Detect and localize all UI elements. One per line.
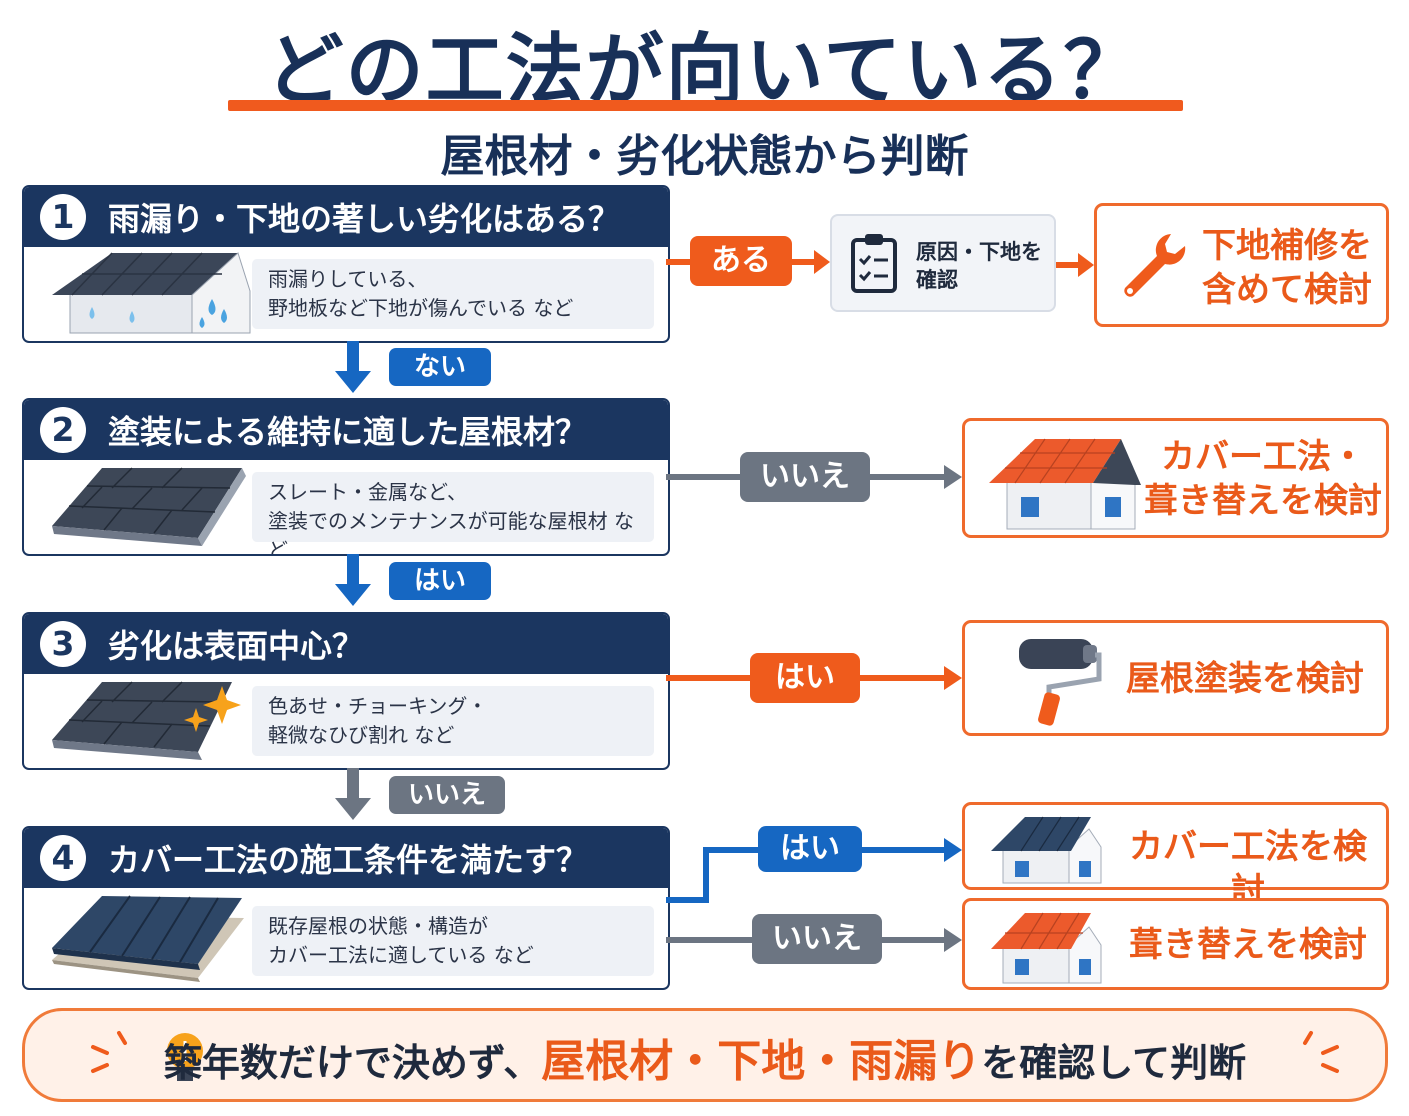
footer-text-post: を確認して判断 bbox=[981, 1041, 1247, 1085]
question-card-4: 4 カバー工法の施工条件を満たす？ 既存屋根の状態・構造が カバー工法に適してい… bbox=[22, 826, 670, 990]
q1-check-arrow bbox=[1056, 253, 1094, 277]
result-reroof-text: 葺き替えを検討 bbox=[1129, 925, 1367, 965]
result-roof-painting: 屋根塗装を検討 bbox=[962, 620, 1389, 736]
question-number-3: 3 bbox=[40, 621, 86, 667]
question-title-3: 劣化は表面中心？ bbox=[108, 627, 365, 665]
sparkle-marks-icon bbox=[1303, 1031, 1339, 1073]
question-title-2: 塗装による維持に適した屋根材？ bbox=[108, 413, 588, 451]
question-header-1: 1 雨漏り・下地の著しい劣化はある？ bbox=[24, 187, 668, 247]
question-number-4: 4 bbox=[40, 835, 86, 881]
result-roof-painting-text: 屋根塗装を検討 bbox=[1126, 659, 1364, 699]
down-arrow-3 bbox=[335, 768, 371, 820]
slate-roof-icon bbox=[52, 467, 246, 546]
result-cover-or-reroof: カバー工法・ 葺き替えを検討 bbox=[962, 418, 1389, 538]
down-arrow-1 bbox=[335, 341, 371, 393]
question-header-3: 3 劣化は表面中心？ bbox=[24, 614, 668, 674]
lightbulb-icon bbox=[91, 1031, 203, 1081]
q2-no-label: いいえ bbox=[740, 452, 870, 502]
question-card-1: 1 雨漏り・下地の著しい劣化はある？ 雨漏りしている、 野地板など下地が傷んでい… bbox=[22, 185, 670, 343]
q4-yes-label: はい bbox=[758, 826, 862, 872]
question-number-1: 1 bbox=[40, 194, 86, 240]
red-roof-small-house-icon bbox=[991, 912, 1102, 984]
down-arrow-2 bbox=[335, 554, 371, 606]
check-cause-text: 原因・下地を 確認 bbox=[916, 240, 1042, 292]
down-label-3: いいえ bbox=[389, 776, 505, 814]
down-label-1: ない bbox=[389, 348, 491, 386]
question-title-1: 雨漏り・下地の著しい劣化はある？ bbox=[108, 200, 621, 238]
title-underline bbox=[228, 100, 1183, 111]
footer-text-highlight: 屋根材・下地・雨漏り bbox=[541, 1036, 982, 1087]
footer-text-pre: 築年数だけで決めず、 bbox=[163, 1041, 542, 1085]
result-cover-method: カバー工法を検討 bbox=[962, 802, 1389, 911]
check-cause-box: 原因・下地を 確認 bbox=[830, 214, 1056, 312]
result-repair: 下地補修を 含めて検討 bbox=[1094, 203, 1389, 327]
question-number-2: 2 bbox=[40, 407, 86, 453]
result-reroof: 葺き替えを検討 bbox=[962, 898, 1389, 990]
question-description-3: 色あせ・チョーキング・ 軽微なひび割れ など bbox=[252, 686, 654, 756]
question-description-1: 雨漏りしている、 野地板など下地が傷んでいる など bbox=[252, 259, 654, 329]
down-label-2: はい bbox=[389, 562, 491, 600]
question-card-2: 2 塗装による維持に適した屋根材？ スレート・金属など、 塗装でのメンテナンスが… bbox=[22, 398, 670, 556]
question-card-3: 3 劣化は表面中心？ 色あせ・チョーキング・ 軽微なひび割れ など bbox=[22, 612, 670, 770]
leaking-house-icon bbox=[52, 252, 251, 334]
paint-roller-icon bbox=[1019, 639, 1102, 726]
result-repair-text: 下地補修を 含めて検討 bbox=[1202, 226, 1372, 310]
question-header-2: 2 塗装による維持に適した屋根材？ bbox=[24, 400, 668, 460]
navy-roof-house-icon bbox=[991, 816, 1102, 884]
wrench-icon bbox=[1124, 234, 1186, 297]
clipboard-icon bbox=[851, 234, 897, 293]
question-description-2: スレート・金属など、 塗装でのメンテナンスが可能な屋根材 など bbox=[252, 472, 654, 554]
sparkling-roof-icon bbox=[52, 681, 241, 760]
page-subtitle: 屋根材・劣化状態から判断 bbox=[440, 131, 969, 182]
footer-banner: 築年数だけで決めず、屋根材・下地・雨漏りを確認して判断 bbox=[22, 1008, 1388, 1102]
question-header-4: 4 カバー工法の施工条件を満たす？ bbox=[24, 828, 668, 888]
q3-yes-label: はい bbox=[750, 653, 860, 703]
q1-yes-label: ある bbox=[690, 236, 792, 286]
red-roof-house-icon bbox=[989, 438, 1141, 530]
cover-roof-layers-icon bbox=[52, 895, 244, 982]
question-title-4: カバー工法の施工条件を満たす？ bbox=[108, 841, 589, 879]
q4-no-label: いいえ bbox=[752, 914, 882, 964]
footer-message: 築年数だけで決めず、屋根材・下地・雨漏りを確認して判断 bbox=[25, 1025, 1385, 1089]
result-cover-or-reroof-text: カバー工法・ 葺き替えを検討 bbox=[1144, 437, 1382, 521]
question-description-4: 既存屋根の状態・構造が カバー工法に適している など bbox=[252, 906, 654, 976]
